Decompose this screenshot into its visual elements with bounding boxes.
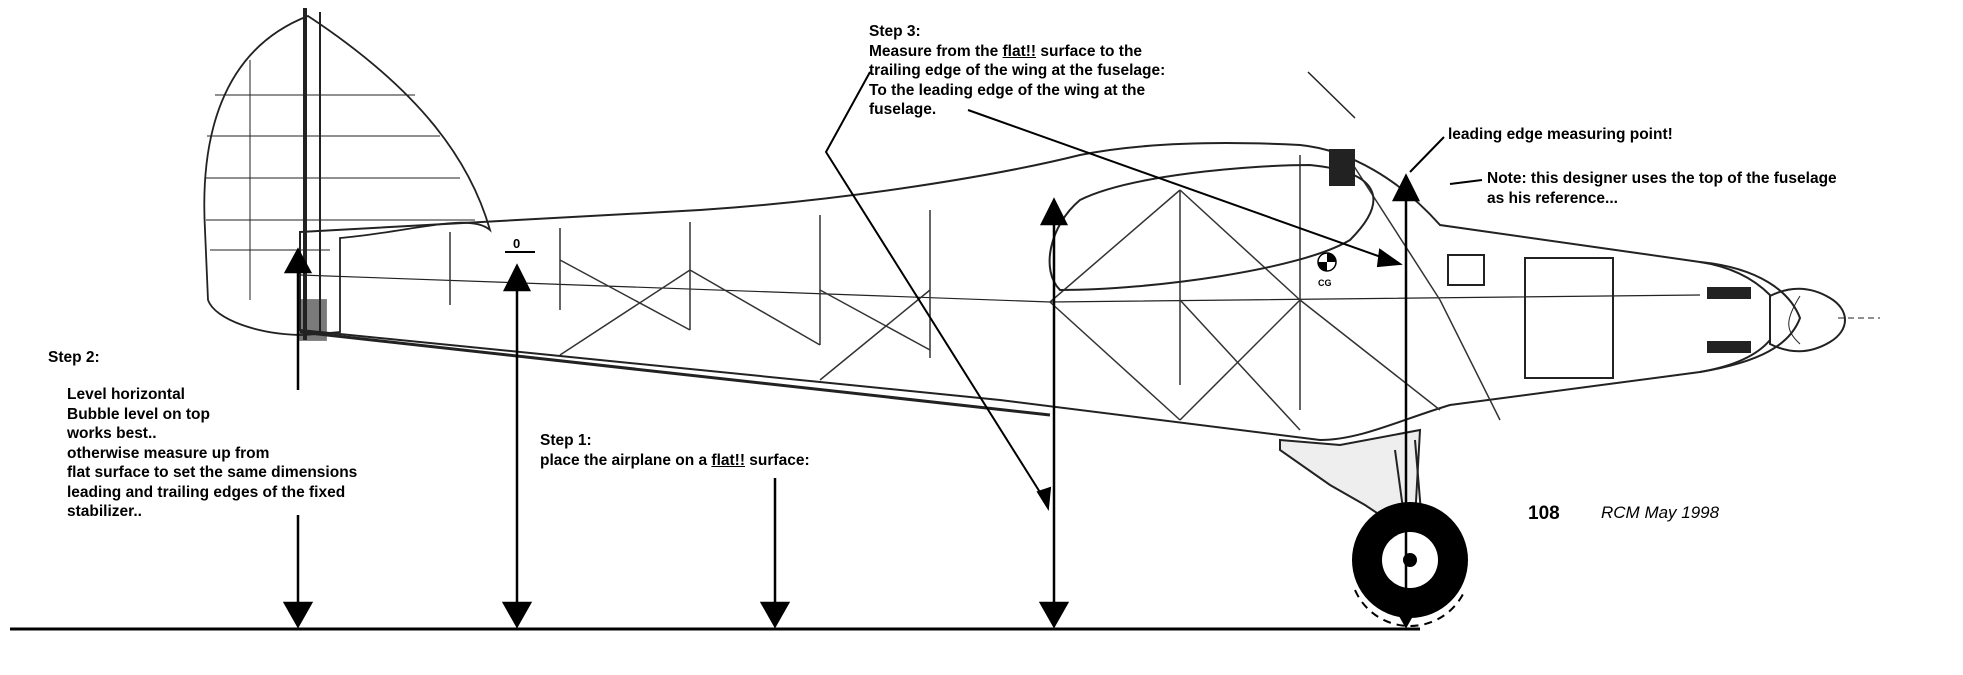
wing-trailing-arrowhead-up xyxy=(1039,197,1069,226)
stab-trailing-arrowhead-up xyxy=(283,247,313,274)
step2-instructions: Level horizontal Bubble level on top wor… xyxy=(67,385,357,522)
step1-text-post: surface: xyxy=(745,451,810,469)
cg-label: CG xyxy=(1318,278,1332,288)
zero-mark-label: 0 xyxy=(513,236,520,251)
cg-marker: CG xyxy=(1317,252,1337,288)
step2-line: works best.. xyxy=(67,425,157,442)
step1-flat-emphasis: flat!! xyxy=(711,451,745,469)
step1-text-pre: place the airplane on a xyxy=(540,451,712,469)
step3-line1-pre: Measure from the xyxy=(869,42,1003,60)
step2-line: leading and trailing edges of the fixed xyxy=(67,483,346,501)
stab-leading-arrowhead-down xyxy=(501,601,533,629)
step3-title: Step 3: xyxy=(869,23,921,40)
step1-text: place the airplane on a flat!! surface: xyxy=(540,451,810,471)
wing-leading-arrowhead-down xyxy=(1390,601,1422,629)
wing-trailing-arrowhead-down xyxy=(1038,601,1070,629)
step2-line: flat surface to set the same dimensions xyxy=(67,464,358,481)
step3-line1-post: surface to the xyxy=(1036,42,1143,60)
step3-leader-leading-head xyxy=(1376,248,1403,268)
wheel xyxy=(1352,502,1468,628)
fuselage-truss xyxy=(449,155,1501,431)
step3-leader-leading xyxy=(967,109,1396,263)
stab-drop-arrowhead xyxy=(282,601,314,629)
ref-note-leader xyxy=(1449,179,1483,185)
step3-line3: To the leading edge of the wing at the xyxy=(869,81,1146,99)
le-point-leader xyxy=(1409,136,1445,173)
step1-title: Step 1: xyxy=(540,432,592,449)
step3-leader-trailing xyxy=(824,71,1049,506)
step2-title: Step 2: xyxy=(48,349,100,366)
wing-root xyxy=(1048,71,1375,292)
zero-reference-mark: 0 xyxy=(505,236,535,253)
wing-leading-arrowhead-up xyxy=(1391,173,1421,202)
reference-note: Note: this designer uses the top of the … xyxy=(1487,169,1837,208)
stab-leading-arrowhead-up xyxy=(502,263,532,292)
step2-line: otherwise measure up from xyxy=(67,444,270,462)
step1-note: Step 1: place the airplane on a flat!! s… xyxy=(540,431,810,470)
engine-cowl xyxy=(1447,254,1880,379)
page-number: 108 xyxy=(1528,503,1560,524)
step1-arrowhead xyxy=(759,601,791,629)
leader-lines xyxy=(824,71,1483,512)
reference-note-line: Note: this designer uses the top of the … xyxy=(1487,170,1837,187)
reference-note-line: as his reference... xyxy=(1487,189,1618,207)
leading-edge-note: leading edge measuring point! xyxy=(1448,126,1673,143)
step2-line: Level horizontal xyxy=(67,386,185,403)
step3-line2: trailing edge of the wing at the fuselag… xyxy=(869,62,1166,79)
step3-line4: fuselage. xyxy=(869,101,937,118)
step3-leader-trailing-head xyxy=(1036,486,1052,512)
step2-line: stabilizer.. xyxy=(67,503,142,520)
measure-arrows xyxy=(282,173,1422,629)
step3-flat-emphasis: flat!! xyxy=(1002,42,1037,60)
step2-line: Bubble level on top xyxy=(67,405,210,423)
step3-note: Step 3: Measure from the flat!! surface … xyxy=(869,22,1165,120)
rudder xyxy=(203,8,492,341)
magazine-credit: RCM May 1998 xyxy=(1601,503,1720,522)
step3-line1: Measure from the flat!! surface to the xyxy=(869,42,1165,62)
